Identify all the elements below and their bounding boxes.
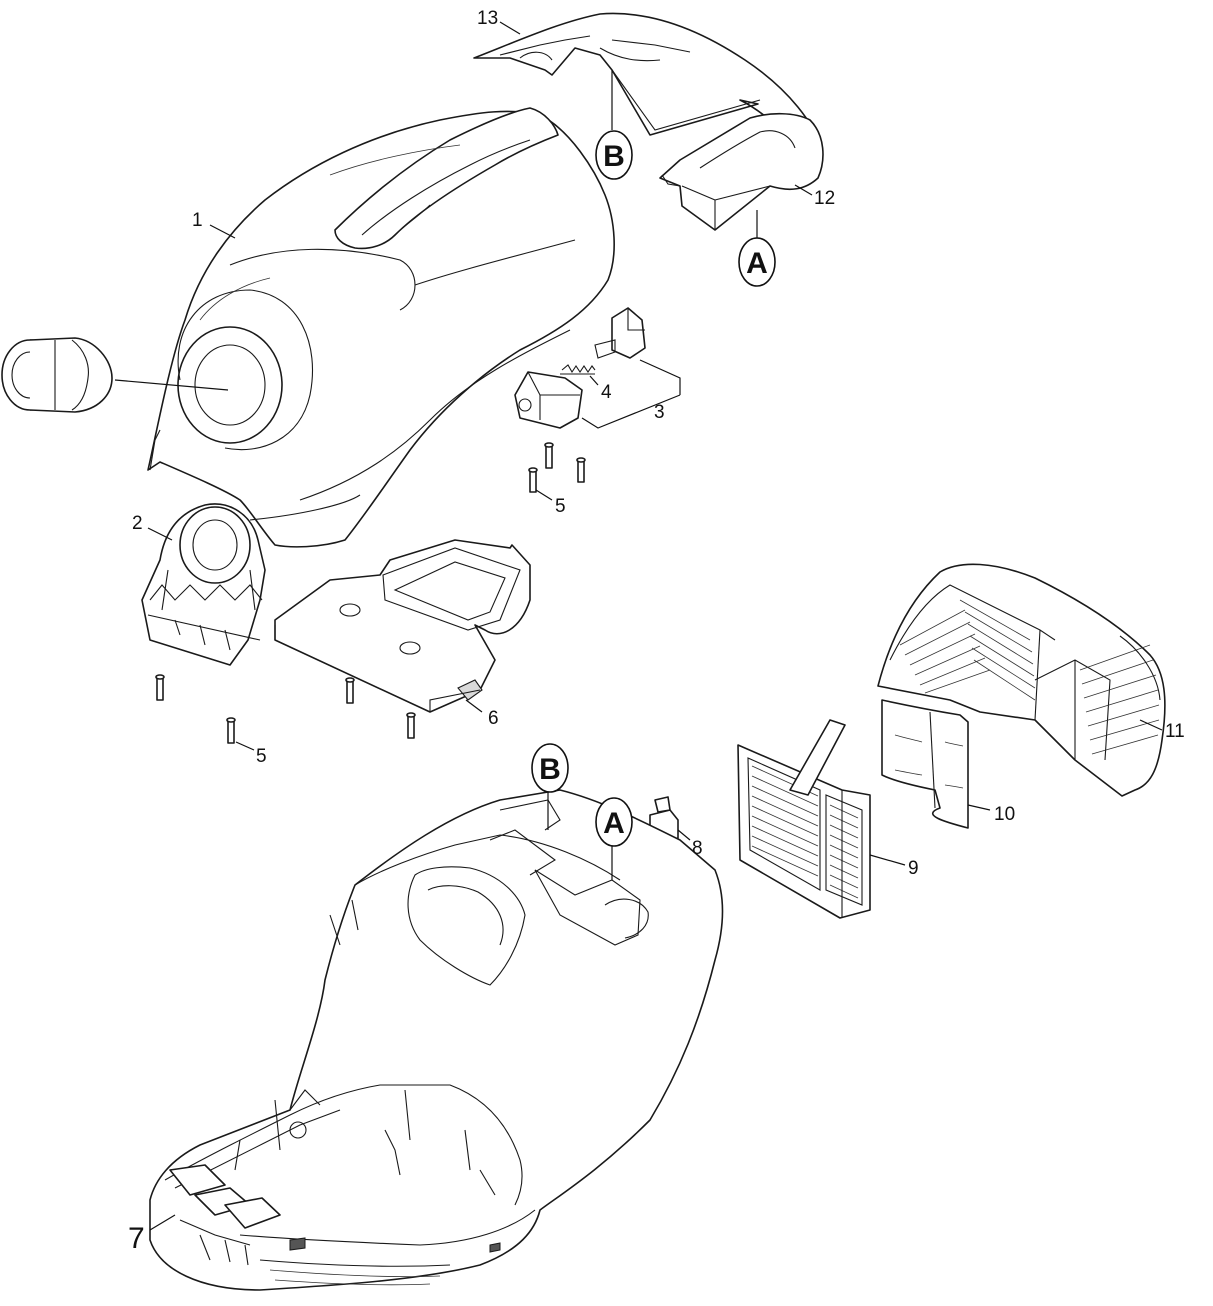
part-10-filter-pad bbox=[881, 699, 969, 829]
reference-marker-a-top: A bbox=[738, 237, 776, 287]
part-label-5-upper: 5 bbox=[555, 496, 566, 517]
part-label-1: 1 bbox=[192, 210, 203, 231]
part-1-hood bbox=[147, 107, 615, 548]
part-6-base-plate bbox=[274, 539, 531, 713]
part-2-inlet-frame bbox=[141, 503, 266, 666]
reference-marker-a-top-label: A bbox=[746, 247, 768, 280]
part-label-2: 2 bbox=[132, 513, 143, 534]
part-label-6: 6 bbox=[488, 708, 499, 729]
part-11-filter-cover bbox=[877, 563, 1166, 797]
part-7-housing-base bbox=[149, 789, 724, 1291]
part-4-spring bbox=[560, 364, 599, 386]
part-12-flap bbox=[659, 112, 824, 231]
part-label-12: 12 bbox=[814, 188, 835, 209]
part-number-labels: 13 1 12 4 3 5 2 6 5 11 10 8 9 7 bbox=[128, 8, 1185, 1255]
part-3-latch bbox=[514, 307, 681, 429]
part-label-13: 13 bbox=[477, 8, 498, 29]
reference-marker-b-bottom-label: B bbox=[539, 753, 561, 786]
reference-marker-b-top-label: B bbox=[603, 140, 625, 173]
reference-marker-b-bottom: B bbox=[531, 743, 569, 793]
part-label-5-lower: 5 bbox=[256, 746, 267, 767]
leader-lines bbox=[147, 21, 1163, 1231]
hose-connector bbox=[1, 337, 229, 413]
reference-marker-a-bottom: A bbox=[595, 797, 633, 847]
part-label-11: 11 bbox=[1165, 721, 1185, 742]
part-5-screws-upper bbox=[528, 442, 586, 501]
reference-marker-b-top: B bbox=[595, 130, 633, 180]
part-label-10: 10 bbox=[994, 804, 1015, 825]
part-9-filter-cassette bbox=[737, 719, 871, 919]
part-label-7: 7 bbox=[128, 1222, 145, 1255]
part-label-8: 8 bbox=[692, 838, 703, 859]
part-label-9: 9 bbox=[908, 858, 919, 879]
part-label-3: 3 bbox=[654, 402, 665, 423]
reference-marker-a-bottom-label: A bbox=[603, 807, 625, 840]
part-5-screws-lower bbox=[155, 674, 416, 751]
part-label-4: 4 bbox=[601, 382, 612, 403]
part-13-top-cover bbox=[473, 12, 823, 161]
